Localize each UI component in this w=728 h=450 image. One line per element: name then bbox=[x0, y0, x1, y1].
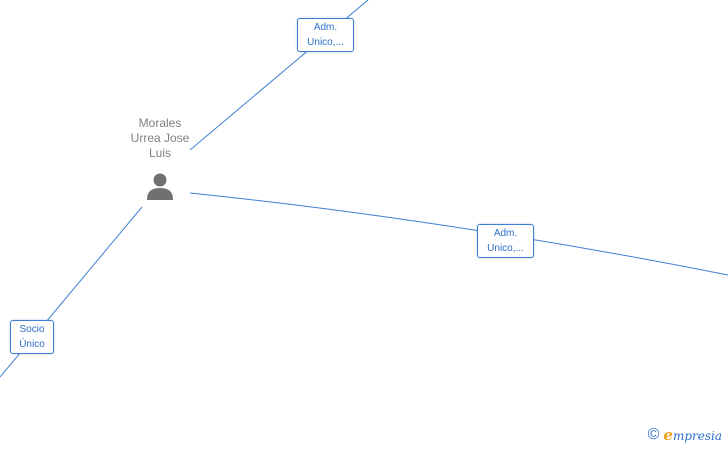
edge-label-line: Unico,... bbox=[307, 37, 344, 48]
empresia-watermark: © empresia bbox=[648, 426, 722, 444]
edge-label-line: Adm. bbox=[493, 228, 518, 239]
person-name-line: Luis bbox=[148, 146, 171, 160]
person-name[interactable]: Morales Urrea Jose Luis bbox=[112, 116, 208, 161]
copyright-icon: © bbox=[647, 426, 660, 443]
edge-label-adm-right[interactable]: Adm. Unico,... bbox=[477, 224, 534, 258]
edge-label-line: Unico,... bbox=[487, 243, 524, 254]
edge-line-adm-right bbox=[189, 192, 728, 276]
person-icon[interactable] bbox=[145, 172, 175, 202]
edge-label-line: Socio bbox=[19, 324, 45, 335]
person-name-line: Urrea Jose bbox=[130, 131, 190, 145]
brand-logo: empresia bbox=[663, 426, 722, 444]
person-name-line: Morales bbox=[138, 116, 182, 130]
edge-label-line: Único bbox=[19, 339, 45, 350]
edge-label-line: Adm. bbox=[313, 22, 338, 33]
edge-label-socio[interactable]: Socio Único bbox=[10, 320, 54, 354]
edge-label-adm-top[interactable]: Adm. Unico,... bbox=[297, 18, 354, 52]
brand-initial: e bbox=[663, 426, 673, 444]
brand-name: mpresia bbox=[672, 429, 722, 443]
